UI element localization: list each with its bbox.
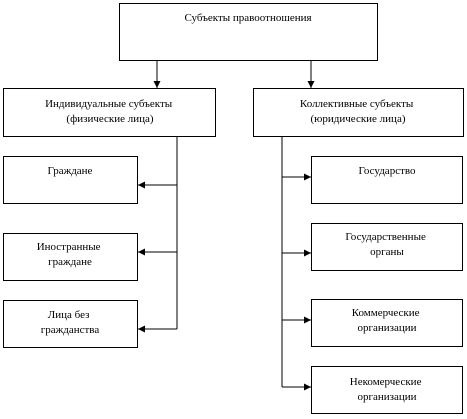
node-state-bodies-line-1: Государственные	[345, 231, 426, 243]
node-collective-box	[253, 88, 464, 137]
node-commercial-line-1: Коммерческие	[352, 307, 420, 319]
node-individual-label: Индивидуальные субъекты (физические лица…	[45, 98, 175, 125]
node-stateless-line-2: гражданства	[41, 324, 100, 336]
node-noncommercial: Некомерческие организации	[311, 366, 463, 414]
node-citizens-line-1: Граждане	[48, 165, 93, 177]
node-citizens-label: Граждане	[48, 165, 93, 177]
node-noncommercial-line-1: Некомерческие	[350, 376, 422, 388]
node-collective-label: Коллективные субъекты (юридические лица)	[300, 98, 416, 125]
node-citizens-box	[3, 156, 138, 204]
node-noncommercial-line-2: организации	[357, 391, 416, 403]
node-stateless-box	[3, 300, 138, 348]
node-collective-line-1: Коллективные субъекты	[300, 98, 414, 110]
node-state-box	[311, 156, 463, 204]
node-noncommercial-box	[311, 366, 463, 414]
edges	[138, 61, 315, 391]
node-noncommercial-label: Некомерческие организации	[350, 376, 424, 403]
node-foreign-citizens: Иностранные граждане	[3, 233, 138, 281]
node-state-bodies-label: Государственные органы	[345, 231, 428, 258]
node-individual: Индивидуальные субъекты (физические лица…	[3, 88, 216, 137]
node-state-label: Государство	[359, 165, 416, 177]
node-commercial-label: Коммерческие организации	[352, 307, 423, 334]
node-state-line-1: Государство	[359, 165, 416, 177]
node-root: Субъекты правоотношения	[119, 3, 378, 61]
node-commercial-box	[311, 299, 463, 347]
node-individual-box	[3, 88, 216, 137]
node-state-bodies: Государственные органы	[311, 223, 463, 271]
node-commercial: Коммерческие организации	[311, 299, 463, 347]
node-foreign-citizens-box	[3, 233, 138, 281]
node-root-box	[119, 3, 378, 61]
node-collective-line-2: (юридические лица)	[311, 113, 406, 125]
node-root-line-1: Субъекты правоотношения	[184, 12, 311, 24]
node-state: Государство	[311, 156, 463, 204]
node-root-label: Субъекты правоотношения	[184, 12, 311, 24]
node-stateless: Лица без гражданства	[3, 300, 138, 348]
node-collective: Коллективные субъекты (юридические лица)	[253, 88, 464, 137]
node-citizens: Граждане	[3, 156, 138, 204]
node-individual-line-2: (физические лица)	[66, 113, 153, 125]
node-individual-line-1: Индивидуальные субъекты	[45, 98, 173, 110]
node-commercial-line-2: организации	[357, 322, 416, 334]
node-state-bodies-line-2: органы	[370, 246, 404, 258]
node-foreign-citizens-label: Иностранные граждане	[37, 241, 104, 268]
node-foreign-citizens-line-2: граждане	[48, 256, 92, 268]
node-stateless-label: Лица без гражданства	[41, 309, 100, 336]
node-foreign-citizens-line-1: Иностранные	[37, 241, 101, 253]
node-state-bodies-box	[311, 223, 463, 271]
node-stateless-line-1: Лица без	[48, 309, 90, 321]
